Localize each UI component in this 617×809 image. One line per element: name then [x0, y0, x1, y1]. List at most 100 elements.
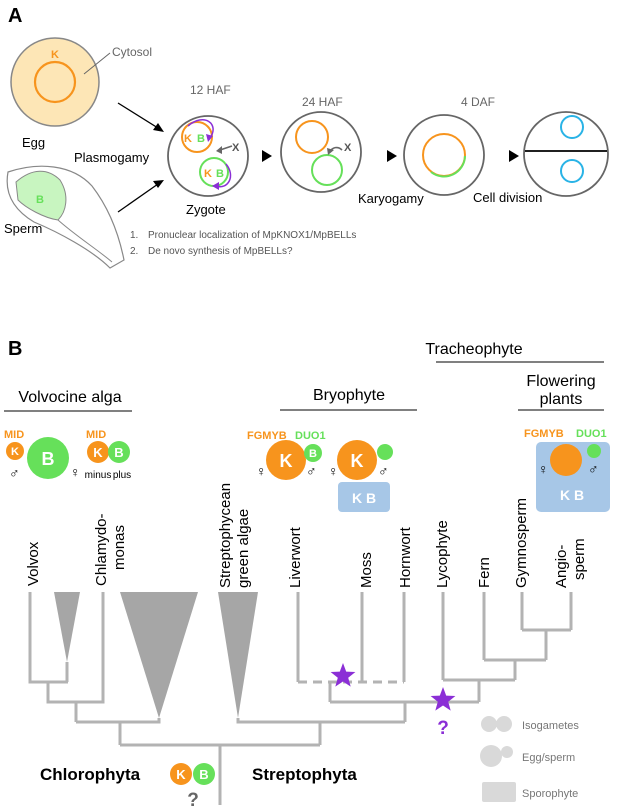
stage-arrow-1: [262, 150, 272, 162]
taxon-labels: Volvox Chlamydo- monas Streptophycean gr…: [25, 483, 588, 588]
chlamy-gametes: MID K B minus plus: [85, 429, 132, 481]
node-chlorophyta: [76, 718, 161, 724]
phylogenetic-tree: [28, 592, 573, 805]
sperm-tail: [57, 219, 113, 263]
liverwort-sperm-b: B: [309, 448, 317, 460]
male-pronucleus-k: K: [204, 168, 212, 180]
stage-24haf: 24 HAF: [302, 95, 343, 109]
egg-nucleus: [33, 60, 77, 104]
panel-b-label: B: [8, 338, 22, 360]
fused-nucleus-green: [430, 155, 466, 178]
legend-egg-sperm-label: Egg/sperm: [522, 752, 575, 764]
angio-female: ♀: [538, 461, 549, 477]
moss-sporophyte-box: [338, 482, 390, 512]
plasmogamy-label: Plasmogamy: [74, 150, 150, 165]
chlamy-plus-b: B: [114, 445, 123, 460]
cell-division-label: Cell division: [473, 190, 542, 205]
sperm-label: Sperm: [4, 221, 42, 236]
legend-isogamete-2: [496, 716, 512, 732]
daughter-nucleus-top: [560, 115, 584, 139]
panel-a: A K Cytosol Egg B Sperm Plasmogamy 12 HA…: [4, 5, 609, 269]
taxon-chlamydomonas-1: Chlamydo-: [93, 513, 110, 586]
liverwort-gametes: FGMYB DUO1 K B ♀ ♂: [247, 430, 326, 480]
clade-triangle-small: [54, 592, 80, 662]
liverwort-egg: [266, 440, 306, 480]
volvocine-label: Volvocine alga: [18, 389, 121, 406]
moss-egg-k: K: [351, 451, 364, 471]
cytosol-label: Cytosol: [112, 45, 152, 59]
import-arrow-bottom-head: [212, 182, 219, 190]
chlamy-plus-label: plus: [113, 470, 131, 481]
branch-volvox: [28, 592, 68, 684]
legend-sporophyte-label: Sporophyte: [522, 788, 578, 800]
egg-arrow: [117, 102, 159, 129]
legend-sporophyte-box: [482, 782, 516, 802]
liverwort-female: ♀: [256, 463, 267, 479]
node-volvocine: [46, 682, 105, 704]
egg-cytosol: [10, 37, 100, 127]
chlamy-minus-label: minus: [85, 470, 112, 481]
volvox-female-symbol: ♀: [70, 464, 81, 480]
question-land-plants: ?: [437, 718, 449, 739]
taxon-moss: Moss: [358, 552, 375, 588]
sperm-cell: B Sperm: [4, 165, 125, 269]
moss-egg: [337, 440, 377, 480]
liverwort-fgmyb: FGMYB: [247, 430, 287, 442]
volvox-male-symbol: ♂: [9, 465, 20, 481]
male-pronucleus-b: B: [216, 168, 224, 180]
angio-fgmyb: FGMYB: [524, 428, 564, 440]
moss-gametes: K ♀ ♂ K B: [328, 440, 393, 512]
stage-4daf: 4 DAF: [461, 95, 495, 109]
moss-male: ♂: [378, 463, 389, 479]
volvox-male-gamete: [6, 442, 24, 460]
bryophyte-label: Bryophyte: [313, 387, 385, 404]
fused-cell: [403, 114, 485, 196]
liverwort-male: ♂: [306, 463, 317, 479]
note-1-num: 1.: [130, 230, 138, 241]
ancestor-b-gamete: [193, 763, 215, 785]
import-arrow-top-head: [206, 134, 213, 142]
taxon-fern: Fern: [476, 557, 493, 588]
divided-cell-outline: [523, 111, 609, 197]
star-bryophyte: [330, 663, 356, 687]
ancestor-k: K: [176, 767, 186, 782]
legend: Isogametes Egg/sperm Sporophyte: [480, 716, 579, 802]
moss-female: ♀: [328, 463, 339, 479]
volvox-egg-b: B: [42, 449, 55, 469]
taxon-angiosperm-2: sperm: [571, 538, 588, 580]
chlamy-minus-gamete: [87, 441, 109, 463]
volvox-mid: MID: [4, 429, 24, 441]
moss-sporophyte-kb: K B: [352, 490, 376, 506]
volvox-gametes: MID K B ♂ ♀: [4, 429, 81, 481]
daughter-nucleus-bottom: [560, 159, 584, 183]
sperm-arrow: [117, 183, 159, 213]
zygote-12haf: K B K B X Zygote: [167, 115, 249, 217]
zygote-24haf: X: [280, 111, 362, 193]
legend-isogamete-1: [481, 716, 497, 732]
taxon-liverwort: Liverwort: [287, 526, 304, 588]
taxon-streptophycean-1: Streptophycean: [217, 483, 234, 588]
sperm-body: [15, 170, 67, 221]
note-1-text: Pronuclear localization of MpKNOX1/MpBEL…: [148, 230, 356, 241]
chlorophyta-label: Chlorophyta: [40, 765, 141, 784]
liverwort-egg-k: K: [280, 451, 293, 471]
sperm-b-label: B: [36, 194, 44, 206]
egg-label: Egg: [22, 135, 45, 150]
flowering-label-2: plants: [540, 391, 583, 408]
chlamy-plus-gamete: [108, 441, 130, 463]
flowering-label-1: Flowering: [526, 373, 595, 390]
taxon-lycophyte: Lycophyte: [434, 520, 451, 588]
panel-b: B Tracheophyte Volvocine alga Bryophyte …: [4, 338, 610, 809]
liverwort-sperm: [304, 444, 322, 462]
tracheophyte-label: Tracheophyte: [425, 341, 522, 358]
node-streptophyta: [236, 718, 405, 724]
panel-a-label: A: [8, 5, 22, 27]
zygote-24-female: [295, 120, 329, 154]
egg-k-label: K: [51, 49, 59, 61]
clade-triangle-streptophycean: [218, 592, 258, 718]
blocked-arrow-1-head: [216, 146, 222, 154]
blocked-x-1: X: [232, 142, 240, 154]
chlamy-minus-k: K: [93, 445, 103, 460]
volvox-male-k: K: [11, 446, 19, 458]
